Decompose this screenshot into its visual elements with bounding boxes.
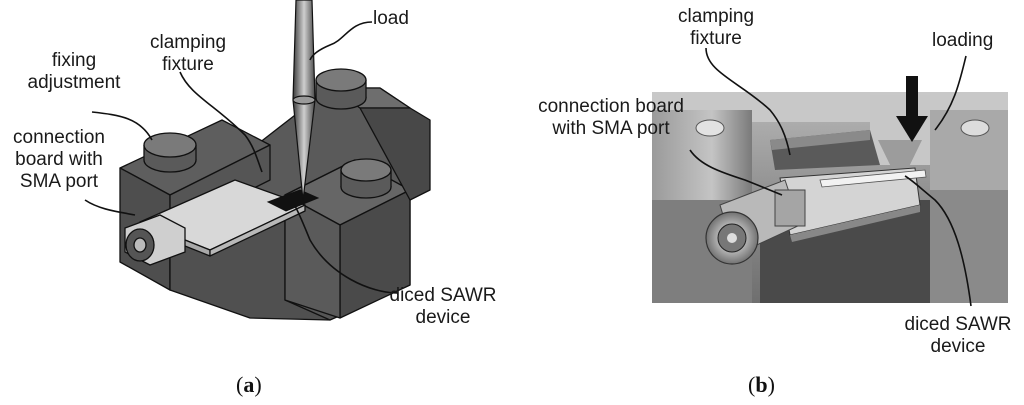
- leader-load: [309, 21, 373, 61]
- label-diced-sawr-a: diced SAWR device: [389, 285, 497, 328]
- label-diced-sawr-b: diced SAWR device: [904, 314, 1012, 357]
- caption-a: (a): [236, 372, 262, 397]
- leader-fixing: [91, 111, 153, 141]
- label-clamping-fixture-a: clamping fixture: [149, 32, 227, 75]
- photo-sma-connector: [705, 179, 806, 265]
- label-connection-board-b: connection board with SMA port: [538, 96, 684, 139]
- leader-b-connection: [689, 149, 783, 196]
- label-clamping-fixture-b: clamping fixture: [677, 6, 755, 49]
- panel-b-leaders: [689, 47, 972, 307]
- caption-b: (b): [748, 372, 775, 397]
- label-connection-board-a: connection board with SMA port: [13, 127, 105, 192]
- sma-port: [124, 214, 186, 266]
- leader-clamping: [179, 71, 263, 173]
- load-needle: [292, 0, 316, 201]
- adjustment-screw-back: [315, 68, 367, 110]
- panel-a-drawing: [84, 0, 431, 321]
- adjustment-screw-right: [340, 158, 392, 199]
- leader-b-clamping: [705, 47, 791, 156]
- label-fixing-adjustment: fixing adjustment: [27, 50, 121, 93]
- leader-sawr: [294, 205, 399, 294]
- adjustment-screw-left: [143, 132, 197, 173]
- sawr-device: [266, 189, 320, 212]
- loading-arrow: [896, 76, 928, 142]
- leader-connection: [84, 199, 136, 216]
- panel-a-leaders: [84, 21, 399, 294]
- leader-b-loading: [934, 55, 967, 131]
- leader-b-sawr: [904, 175, 972, 307]
- label-load: load: [373, 8, 409, 29]
- photo-sawr-device: [819, 169, 927, 188]
- label-loading: loading: [932, 30, 994, 51]
